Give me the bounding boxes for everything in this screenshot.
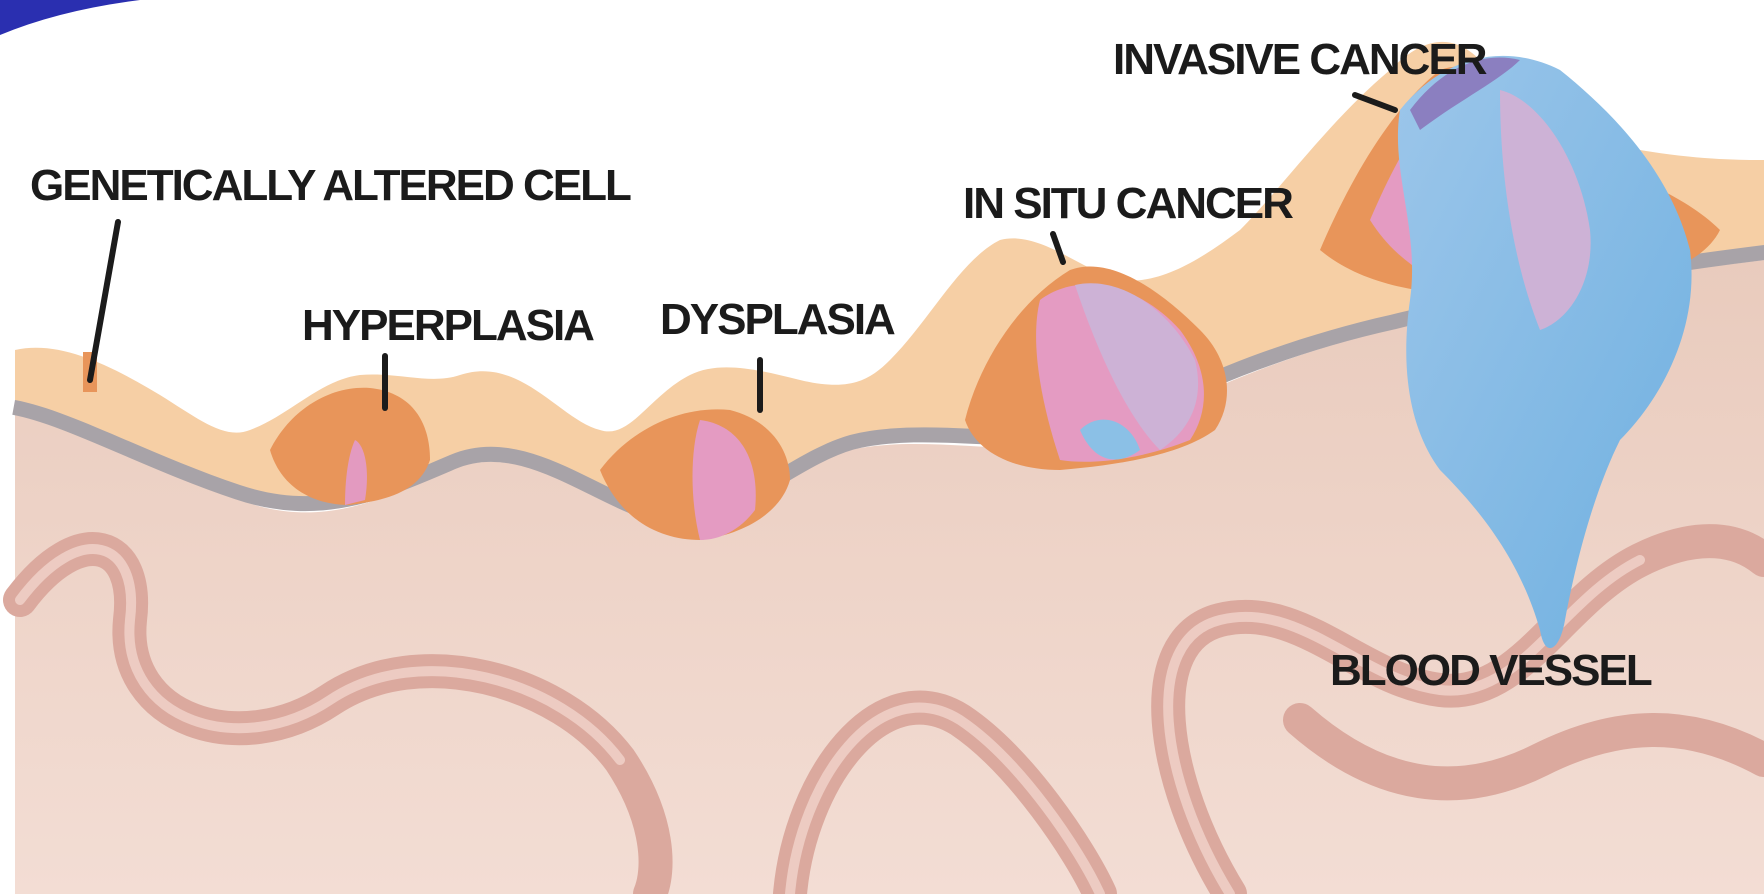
leader-genetically-altered-cell [90, 222, 118, 380]
corner-artifact [0, 0, 140, 35]
label-dysplasia: DYSPLASIA [660, 295, 895, 344]
label-in-situ-cancer: IN SITU CANCER [963, 179, 1293, 228]
label-hyperplasia: HYPERPLASIA [302, 301, 594, 350]
label-blood-vessel: BLOOD VESSEL [1330, 646, 1652, 695]
label-invasive-cancer: INVASIVE CANCER [1113, 35, 1487, 84]
label-genetically-altered-cell: GENETICALLY ALTERED CELL [30, 161, 631, 210]
